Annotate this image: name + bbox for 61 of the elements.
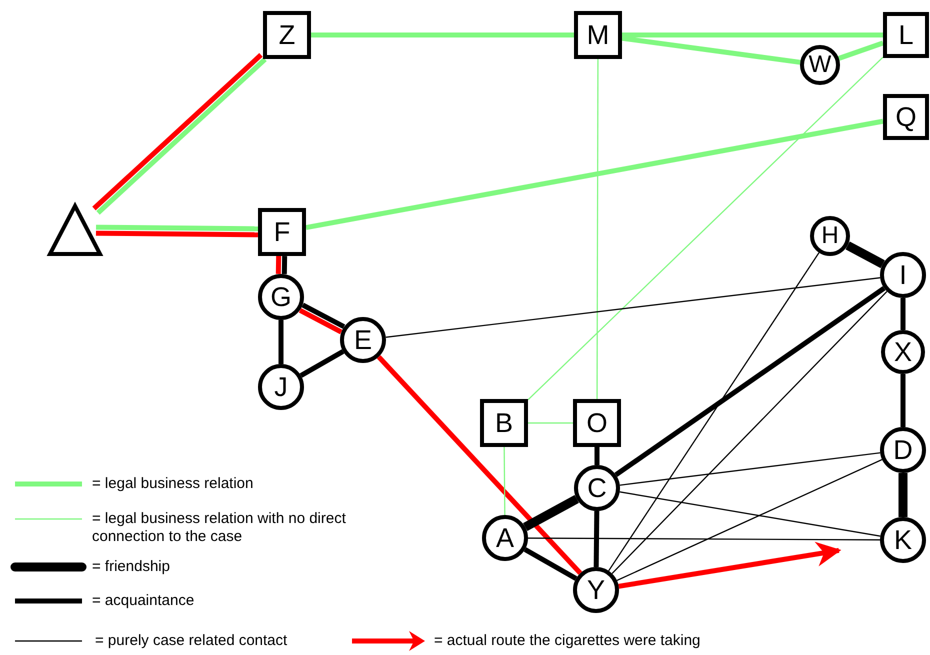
connector-line — [504, 447, 506, 515]
person-circle: I — [880, 252, 926, 298]
connector-line — [528, 56, 884, 400]
connector-line — [298, 308, 342, 334]
connector-line — [282, 256, 288, 274]
person-circle: X — [881, 330, 925, 374]
connector-line — [96, 230, 258, 238]
connector-line — [608, 252, 820, 572]
connector-line — [622, 36, 801, 65]
person-circle: G — [258, 274, 304, 320]
connector-line — [300, 349, 344, 378]
connector-line — [616, 459, 882, 581]
person-circle: E — [340, 317, 386, 363]
connector-line — [838, 40, 884, 61]
connector-line — [900, 298, 906, 330]
business-box: Q — [883, 94, 929, 140]
connector-line — [528, 422, 573, 424]
connector-line — [278, 320, 284, 364]
connector-line — [900, 374, 906, 427]
connector-line — [376, 355, 582, 575]
connector-line — [306, 118, 884, 230]
person-circle: A — [482, 515, 528, 561]
business-box: M — [574, 11, 622, 59]
business-box: L — [883, 12, 929, 58]
connector-line — [898, 473, 908, 517]
connector-line — [622, 32, 883, 38]
legend-text: = purely case related contact — [95, 632, 288, 650]
person-circle: H — [810, 216, 850, 256]
person-circle: W — [800, 45, 840, 85]
legend-text: = acquaintance — [92, 592, 196, 610]
connector-line — [594, 510, 600, 568]
connector-line — [620, 491, 880, 537]
legend-text: = legal business relation — [92, 475, 254, 493]
connector-line — [523, 495, 579, 531]
connector-line — [96, 224, 258, 232]
person-circle: D — [880, 427, 926, 473]
business-box: F — [258, 208, 306, 256]
connector-line — [620, 452, 880, 486]
connector-line — [276, 256, 282, 274]
triangle-marker — [48, 203, 102, 257]
connector-line — [524, 547, 578, 581]
business-box: O — [573, 399, 621, 447]
business-box: B — [480, 399, 528, 447]
person-circle: K — [880, 517, 926, 563]
connector-line — [612, 291, 888, 574]
connector-line — [594, 447, 600, 465]
business-box: Z — [263, 11, 311, 59]
legend-text: = friendship — [92, 558, 171, 576]
connector-line — [846, 241, 885, 268]
connector-line — [528, 538, 880, 540]
connector-line — [311, 32, 574, 38]
connector-line — [596, 59, 599, 399]
person-circle: C — [574, 465, 620, 511]
legend-text: = legal business relation with no direct connection to the case — [92, 510, 347, 546]
connector-line — [302, 302, 346, 329]
arrow — [618, 542, 842, 589]
legend-text: = actual route the cigarettes were taking — [434, 632, 702, 650]
connector-line — [386, 277, 880, 338]
person-circle: Y — [573, 567, 619, 613]
person-circle: J — [258, 364, 304, 410]
connector-line — [614, 286, 886, 477]
